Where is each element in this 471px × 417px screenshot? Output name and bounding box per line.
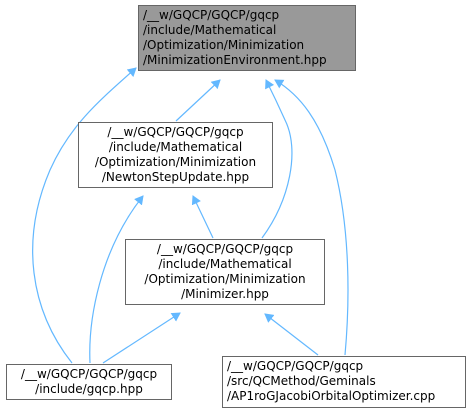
node-line: /include/Mathematical bbox=[158, 257, 292, 271]
edge-ap1-to-minimizer bbox=[264, 313, 319, 356]
edge-minimizer-to-env bbox=[261, 79, 293, 239]
node-minimization-environment[interactable]: /__w/GQCP/GQCP/gqcp /include/Mathematica… bbox=[138, 5, 356, 71]
edge-newton-to-env bbox=[175, 79, 221, 122]
edge-gqcp-to-env bbox=[32, 67, 137, 364]
node-line: /__w/GQCP/GQCP/gqcp bbox=[156, 242, 294, 256]
node-line: /include/Mathematical bbox=[143, 23, 277, 37]
edge-minimizer-to-newton bbox=[191, 195, 214, 239]
node-line: /NewtonStepUpdate.hpp bbox=[101, 170, 250, 184]
node-line: /Optimization/Minimization bbox=[143, 38, 305, 52]
node-line: /Optimization/Minimization bbox=[94, 155, 257, 169]
edge-gqcp-to-newton bbox=[89, 195, 144, 364]
node-newton-step-update[interactable]: /__w/GQCP/GQCP/gqcp /include/Mathematica… bbox=[78, 122, 273, 188]
node-line: /__w/GQCP/GQCP/gqcp bbox=[107, 125, 244, 139]
node-line: /src/QCMethod/Geminals bbox=[227, 374, 376, 388]
node-line: /Minimizer.hpp bbox=[181, 287, 269, 301]
node-gqcp-hpp[interactable]: /__w/GQCP/GQCP/gqcp /include/gqcp.hpp bbox=[6, 364, 172, 400]
node-line: /MinimizationEnvironment.hpp bbox=[143, 53, 327, 67]
node-line: /include/gqcp.hpp bbox=[35, 382, 143, 396]
node-line: /__w/GQCP/GQCP/gqcp bbox=[143, 8, 280, 22]
node-line: /AP1roGJacobiOrbitalOptimizer.cpp bbox=[227, 389, 436, 403]
node-line: /include/Mathematical bbox=[108, 140, 243, 154]
node-line: /__w/GQCP/GQCP/gqcp bbox=[227, 359, 364, 373]
edge-gqcp-to-minimizer bbox=[102, 312, 181, 364]
node-line: /__w/GQCP/GQCP/gqcp bbox=[20, 367, 158, 381]
node-ap1rog-jacobi-orbital-optimizer[interactable]: /__w/GQCP/GQCP/gqcp /src/QCMethod/Gemina… bbox=[222, 356, 466, 408]
node-line: /Optimization/Minimization bbox=[144, 272, 306, 286]
edge-ap1-to-env bbox=[274, 79, 349, 356]
node-minimizer[interactable]: /__w/GQCP/GQCP/gqcp /include/Mathematica… bbox=[125, 239, 325, 305]
